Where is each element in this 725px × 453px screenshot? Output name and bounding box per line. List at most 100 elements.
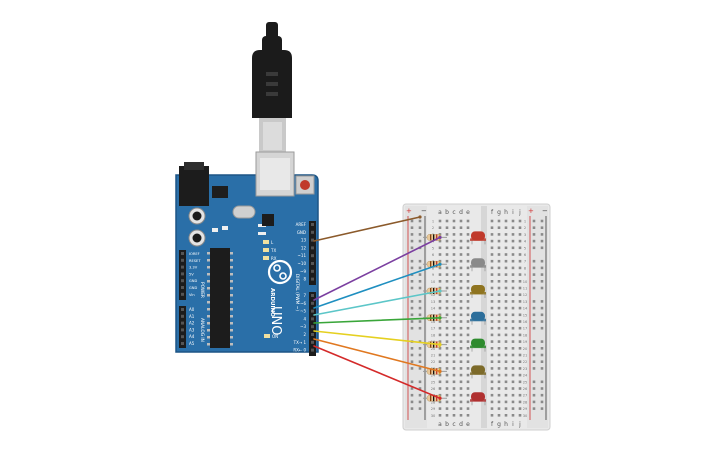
header-hole <box>181 342 184 345</box>
rail-hole <box>410 400 414 404</box>
rail-hole <box>418 320 422 323</box>
breadboard-hole <box>466 393 470 397</box>
breadboard-hole <box>452 393 456 397</box>
breadboard-hole <box>511 306 515 310</box>
breadboard-hole <box>490 326 494 330</box>
breadboard-hole <box>445 306 449 310</box>
model-label: UNO <box>268 306 283 335</box>
header-hole <box>181 292 184 296</box>
jumper-wire <box>313 216 421 242</box>
rail-hole <box>410 393 414 397</box>
arduino-logo <box>267 259 293 285</box>
power-pin-label: GND <box>189 286 197 290</box>
digital-pin-label: 7 <box>303 293 306 298</box>
arduino-uno-board[interactable]: ARDUINO UNO DIGITAL (PWM ~) POWER ANALOG… <box>175 151 319 356</box>
breadboard-hole <box>459 340 463 343</box>
rail-hole <box>540 367 544 370</box>
breadboard-hole <box>452 226 456 229</box>
breadboard-hole <box>438 333 442 337</box>
row-number-right: 1 <box>524 220 526 224</box>
column-label-bottom: c <box>452 421 455 428</box>
rail-hole <box>418 219 422 223</box>
rail-hole <box>418 233 422 236</box>
breadboard-hole <box>518 320 522 323</box>
breadboard-hole <box>445 347 449 350</box>
breadboard-hole <box>459 393 463 397</box>
breadboard-hole <box>452 253 456 256</box>
dc-power-jack <box>179 166 209 206</box>
header-hole <box>181 265 184 269</box>
rail-hole <box>410 367 414 370</box>
breadboard-hole <box>490 387 494 390</box>
rail-hole <box>532 219 536 223</box>
breadboard-hole <box>445 286 449 290</box>
led-5 <box>471 338 485 348</box>
row-number-left: 13 <box>431 300 436 304</box>
led-flange <box>470 372 486 375</box>
breadboard-hole <box>459 320 463 323</box>
atmega-chip <box>210 248 230 348</box>
breadboard-hole <box>518 400 522 404</box>
breadboard-hole <box>504 293 508 296</box>
chip-pin <box>230 294 233 297</box>
row-number-left: 28 <box>431 400 436 404</box>
breadboard-hole <box>497 393 501 397</box>
digital-pin-label: 12 <box>301 245 307 250</box>
breadboard-hole <box>459 353 463 357</box>
chip-pin <box>230 336 233 339</box>
row-number-right: 4 <box>524 240 527 244</box>
resistor-band <box>433 368 435 375</box>
rail-hole <box>418 266 422 270</box>
header-hole <box>311 317 314 321</box>
rail-hole <box>418 273 422 276</box>
breadboard-hole <box>445 373 449 377</box>
rail-hole <box>418 400 422 404</box>
header-hole <box>181 328 184 332</box>
header-hole <box>311 269 314 273</box>
breadboard-hole <box>445 340 449 343</box>
row-number-left: 12 <box>431 293 436 297</box>
resistor-band <box>430 261 432 268</box>
row-number-right: 21 <box>523 354 528 358</box>
rail-hole <box>410 407 414 410</box>
voltage-regulator <box>212 186 228 198</box>
smd-component-4 <box>258 232 266 235</box>
breadboard-hole <box>445 280 449 283</box>
breadboard-hole <box>504 387 508 390</box>
breadboard-hole <box>438 253 442 256</box>
breadboard-hole <box>452 273 456 276</box>
breadboard-hole <box>452 266 456 270</box>
column-label-bottom: a <box>438 421 442 428</box>
chip-pin <box>207 294 210 297</box>
chip-pin <box>230 308 233 311</box>
reset-button[interactable] <box>300 180 310 190</box>
breadboard-hole <box>452 373 456 377</box>
chip-pin <box>230 266 233 269</box>
breadboard-hole <box>497 360 501 363</box>
breadboard-hole <box>466 353 470 357</box>
led-1 <box>471 231 485 241</box>
jumper-wire <box>313 236 441 301</box>
rail-hole <box>410 360 414 363</box>
header-hole <box>311 348 314 352</box>
row-number-right: 18 <box>523 333 528 337</box>
breadboard-hole <box>459 266 463 270</box>
breadboard-hole <box>497 300 501 303</box>
row-number-left: 1 <box>432 220 434 224</box>
usb-cable[interactable] <box>252 22 292 154</box>
breadboard-hole <box>518 387 522 390</box>
led-flange <box>470 292 486 295</box>
capacitor-1-top <box>192 211 202 221</box>
rail-hole <box>410 353 414 357</box>
jumper-wires <box>313 215 442 400</box>
rail-hole <box>540 360 544 363</box>
breadboard-hole <box>497 320 501 323</box>
digital-pin-label: 8 <box>303 277 306 282</box>
rail-hole <box>410 380 414 384</box>
rail-hole <box>410 246 414 250</box>
row-number-left: 20 <box>431 347 436 351</box>
rail-hole <box>532 393 536 397</box>
breadboard-hole <box>466 380 470 384</box>
breadboard-hole <box>497 259 501 263</box>
